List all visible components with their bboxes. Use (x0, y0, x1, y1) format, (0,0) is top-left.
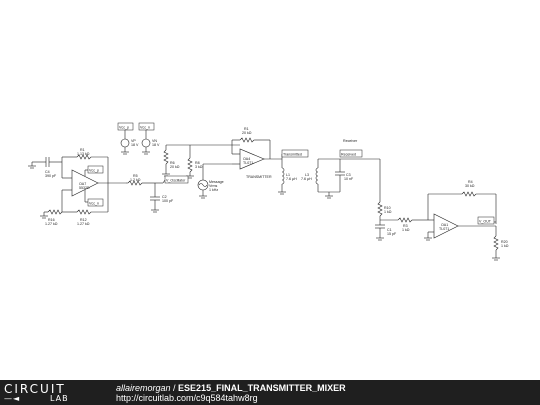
r10-value: 1 kΩ (384, 210, 392, 214)
r5-ref: R5 (133, 174, 138, 178)
separator: / (170, 383, 179, 393)
c1-ref: C1 (387, 228, 392, 232)
vp-value: 18 V (131, 143, 139, 147)
c4-value: 390 pF (45, 174, 57, 178)
transmitter-label: TRANSMITTER (246, 175, 272, 179)
source-value: 1 kHz (209, 188, 218, 192)
r8-value: 3 kΩ (195, 165, 203, 169)
r12-ref: R12 (80, 218, 87, 222)
l1-ref: L1 (286, 173, 290, 177)
oa1-value: TL071 (439, 227, 449, 231)
r20-ref: R20 (501, 240, 508, 244)
footer-title-line: allairemorgan / ESE215_FINAL_TRANSMITTER… (116, 383, 346, 393)
oa1-ref: OA1 (441, 223, 448, 227)
net-label-vcc-p-top: Vcc_p (119, 126, 129, 130)
l1-value: 7.6 μH (286, 177, 297, 181)
net-label-vcc-p: Vcc_p (89, 169, 99, 173)
net-label-vcc-n: Vcc_n (89, 202, 99, 206)
r1-ref: R1 (80, 148, 85, 152)
c4-ref: C4 (45, 170, 50, 174)
logo-top-text: CIRCUIT (4, 382, 66, 396)
vn-value: 18 V (152, 143, 160, 147)
net-label-transmitted: Transmitted (283, 153, 302, 157)
vn-ref: VN (152, 139, 157, 143)
net-label-v-out: V_OUT (479, 220, 492, 224)
l2-ref: L3 (305, 173, 309, 177)
c2-value: 100 pF (162, 199, 174, 203)
c1-value: 15 pF (387, 232, 397, 236)
oa7-value: 5532D (79, 186, 90, 190)
r16-ref: R16 (48, 218, 55, 222)
r16-value: 1.27 kΩ (45, 222, 58, 226)
source-desc: Vrms (209, 184, 217, 188)
r9-ref: R1 (244, 127, 249, 131)
r5-value: 1.2 kΩ (130, 178, 141, 182)
c3-ref: C3 (346, 173, 351, 177)
r6-ref: R6 (170, 161, 175, 165)
r10-ref: R10 (384, 206, 391, 210)
vp-ref: VP (131, 139, 136, 143)
circuit-schematic: Vcc_p Vcc_n Vcc_p Vcc_n V_Oscillator Tra… (28, 122, 509, 261)
r9-value: 20 kΩ (242, 131, 252, 135)
l2-value: 7.6 μH (301, 177, 312, 181)
circuit-title[interactable]: ESE215_FINAL_TRANSMITTER_MIXER (178, 383, 346, 393)
circuit-url[interactable]: http://circuitlab.com/c9q584tahw8rg (116, 393, 258, 403)
footer-meta: allairemorgan / ESE215_FINAL_TRANSMITTER… (116, 383, 346, 403)
oa7-ref: OA7 (79, 182, 86, 186)
logo-bottom-text: —◄LAB (4, 394, 69, 403)
r4-ref: R4 (468, 180, 473, 184)
oa4-value: TL071 (243, 161, 253, 165)
c3-value: 10 nF (344, 177, 354, 181)
oa4-ref: OA4 (243, 157, 250, 161)
c2-ref: C2 (162, 195, 167, 199)
r12-value: 1.27 kΩ (77, 222, 90, 226)
author-name[interactable]: allairemorgan (116, 383, 171, 393)
r3-ref: R3 (403, 224, 408, 228)
r1-value: 1.13 kΩ (77, 152, 90, 156)
r4-value: 30 kΩ (465, 184, 475, 188)
footer-bar: CIRCUIT —◄LAB allairemorgan / ESE215_FIN… (0, 380, 540, 405)
r3-value: 1 kΩ (402, 228, 410, 232)
receiver-label: Receiver (343, 139, 358, 143)
r8-ref: R8 (195, 161, 200, 165)
circuitlab-logo[interactable]: CIRCUIT —◄LAB (4, 382, 112, 403)
net-label-vcc-n-top: Vcc_n (140, 126, 150, 130)
net-label-v-oscillator: V_Oscillator (166, 179, 186, 183)
r6-value: 20 kΩ (170, 165, 180, 169)
net-label-received: Received (341, 153, 356, 157)
r20-value: 1 kΩ (501, 244, 509, 248)
source-ref: Message (209, 180, 224, 184)
